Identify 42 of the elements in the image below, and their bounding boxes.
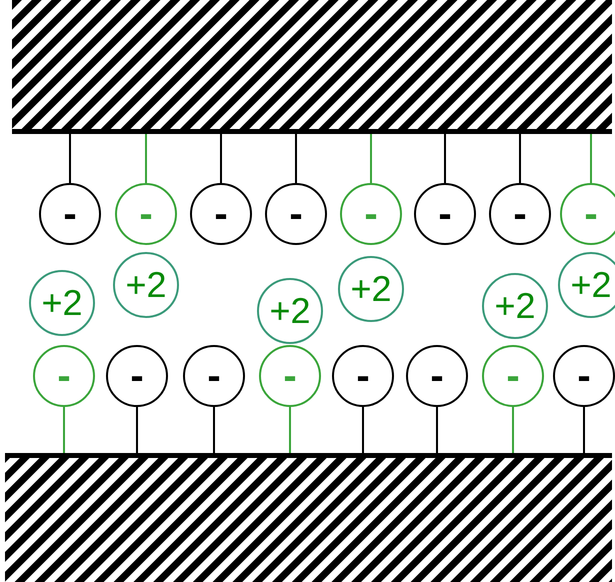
charge-label: - <box>214 194 228 234</box>
tether-line <box>69 134 71 183</box>
charge-label: - <box>289 194 303 234</box>
tether-line <box>136 407 138 453</box>
tether-line <box>370 134 372 183</box>
tether-line <box>583 407 585 453</box>
tether-line <box>145 134 147 183</box>
charge-label: - <box>63 194 77 234</box>
tether-line <box>362 407 364 453</box>
charge-label: - <box>577 356 591 396</box>
charge-label: - <box>356 356 370 396</box>
tether-line <box>590 134 592 183</box>
tether-line <box>436 407 438 453</box>
cation-circle <box>558 252 615 318</box>
charge-label: - <box>584 194 598 234</box>
charge-label: - <box>438 194 452 234</box>
tether-line <box>295 134 297 183</box>
charge-label: +2 <box>494 288 536 324</box>
charge-label: - <box>130 356 144 396</box>
charge-label: - <box>364 194 378 234</box>
tether-line <box>63 407 65 453</box>
tether-line <box>444 134 446 183</box>
charge-label: +2 <box>350 271 392 307</box>
tether-line <box>213 407 215 453</box>
charge-label: - <box>430 356 444 396</box>
charge-label: - <box>57 356 71 396</box>
charge-label: - <box>207 356 221 396</box>
charge-label: - <box>513 194 527 234</box>
charge-label: +2 <box>125 267 167 303</box>
anion-circle <box>560 183 615 245</box>
charge-label: +2 <box>269 293 311 329</box>
charge-label: - <box>506 356 520 396</box>
charge-label: - <box>283 356 297 396</box>
tether-line <box>289 407 291 453</box>
tether-line <box>220 134 222 183</box>
charge-label: - <box>139 194 153 234</box>
tether-line <box>519 134 521 183</box>
tether-line <box>512 407 514 453</box>
hatched-plate <box>12 0 612 134</box>
charge-label: +2 <box>41 285 83 321</box>
charge-label: +2 <box>570 267 612 303</box>
hatched-plate <box>5 453 612 582</box>
